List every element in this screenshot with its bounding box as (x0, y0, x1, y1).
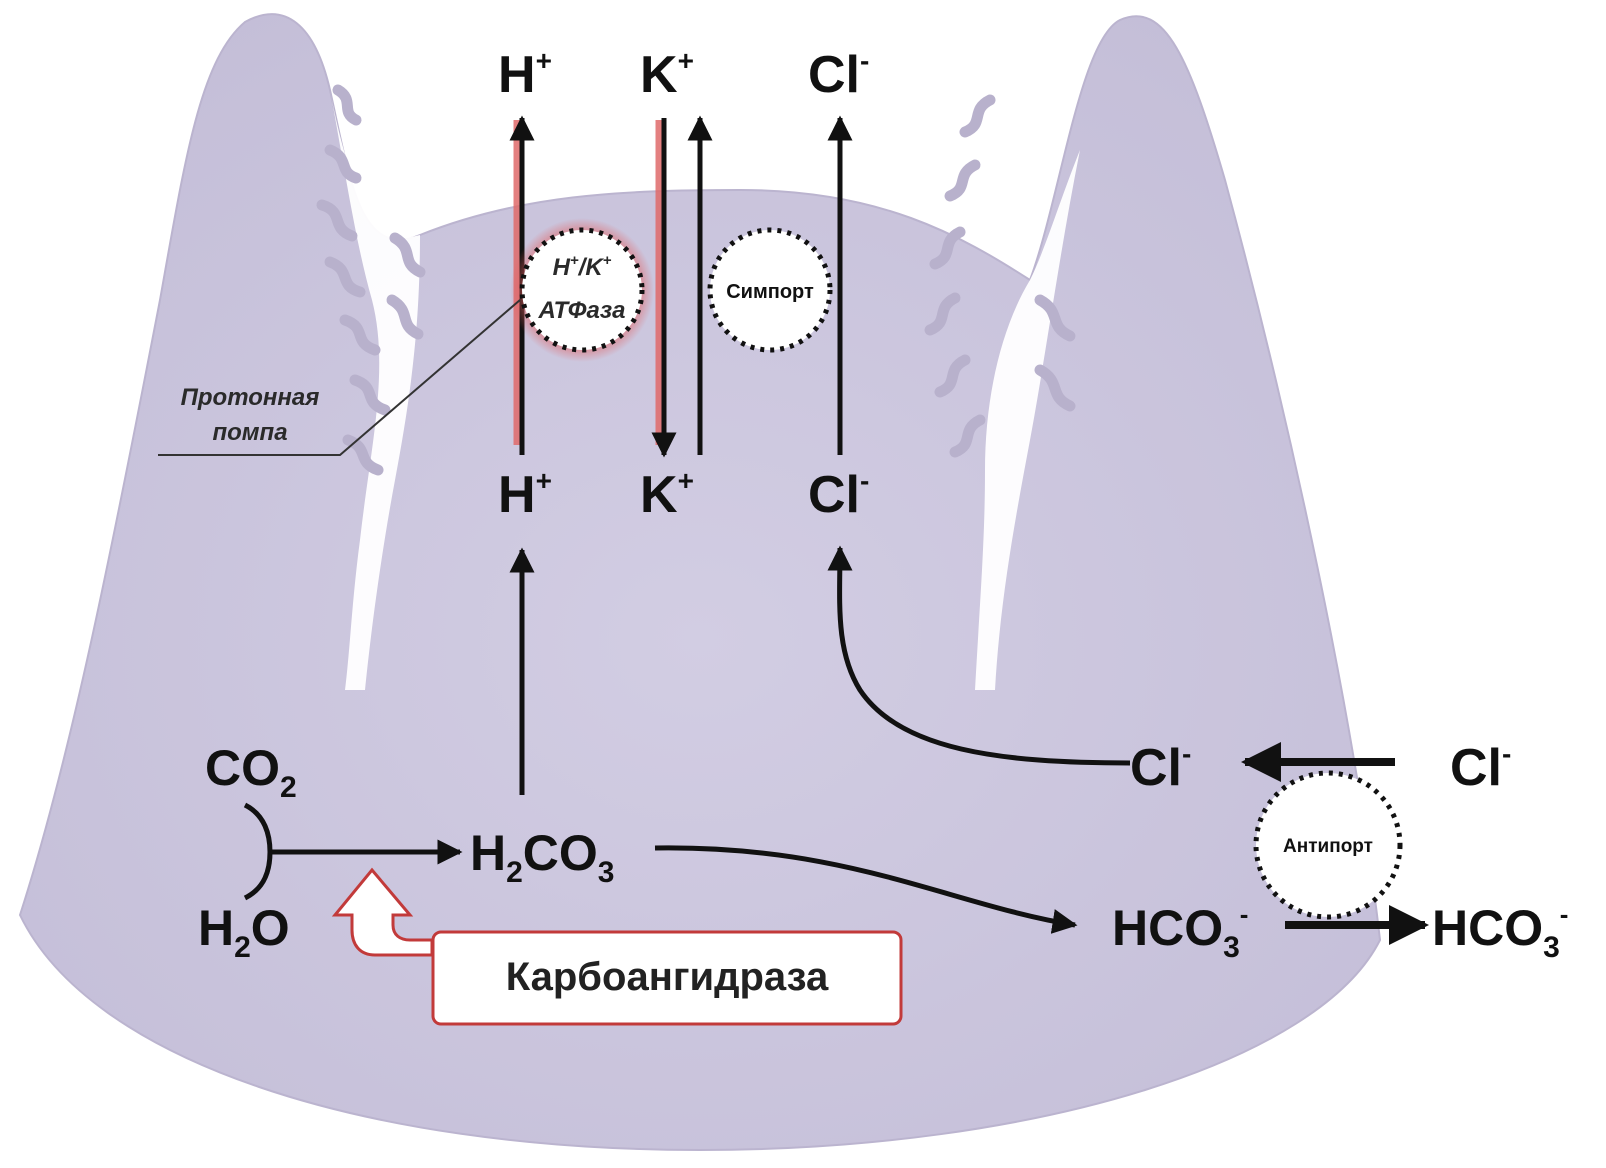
ion-hco3-blood: HCO3- (1432, 899, 1568, 964)
ion-h-cell: H+ (498, 465, 552, 524)
ion-cl-blood: Cl- (1450, 738, 1511, 797)
symport-transporter (707, 227, 833, 353)
microvilli-right (924, 94, 1076, 458)
cl-transfer-arrow (827, 545, 1131, 766)
ion-cl-cell-basolateral: Cl- (1130, 738, 1191, 797)
antiport-label: Антипорт (1283, 836, 1373, 857)
ion-h-lumen: H+ (498, 45, 552, 104)
microvilli-left (316, 84, 426, 476)
ion-hco3-cell: HCO3- (1112, 899, 1248, 964)
atpase-label-line1: H+/K+ (553, 252, 612, 281)
ion-k-cell: K+ (640, 465, 694, 524)
ion-cl-lumen: Cl- (808, 45, 869, 104)
enzyme-box (431, 930, 903, 1026)
atpase-label-line2: АТФаза (538, 297, 626, 324)
ion-k-lumen: K+ (640, 45, 694, 104)
molecule-h2o: H2O (198, 900, 290, 964)
enzyme-hollow-arrow (331, 867, 434, 957)
symport-label: Симпорт (726, 281, 814, 303)
antiport-transporter (1253, 770, 1403, 920)
h2co3-to-hco3-arrow (654, 845, 1078, 934)
molecule-h2co3: H2CO3 (470, 825, 614, 889)
molecule-co2: CO2 (205, 740, 297, 804)
callout-line1: Протонная (181, 384, 320, 411)
canaliculus-right (975, 150, 1080, 690)
callout-line2: помпа (212, 419, 287, 446)
enzyme-label: Карбоангидраза (506, 955, 829, 999)
ion-cl-cell-apical: Cl- (808, 465, 869, 524)
atpase-transporter (519, 227, 645, 353)
proton-pump-callout-line (158, 299, 521, 456)
